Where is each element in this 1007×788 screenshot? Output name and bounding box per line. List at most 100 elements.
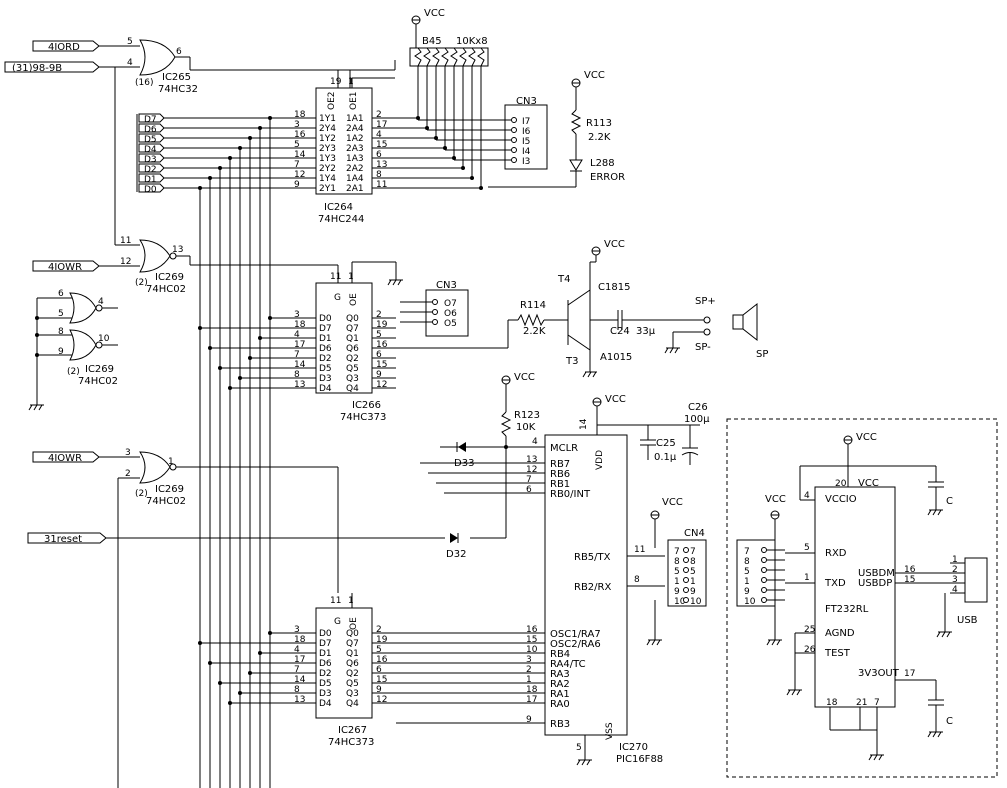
pic-lowpin: 9 bbox=[526, 715, 532, 725]
ic267-rpin: 19 bbox=[376, 635, 388, 645]
pic-pin-rx: 8 bbox=[634, 575, 640, 585]
gate-ic265-ref: IC265 bbox=[162, 72, 191, 83]
gate-spare-pin-a: 6 bbox=[58, 289, 64, 299]
gate-ic265-part: 74HC32 bbox=[158, 84, 198, 95]
ft-3v3out: 3V3OUT bbox=[858, 668, 900, 679]
bus-label-d7: D7 bbox=[144, 115, 157, 125]
bus-junction bbox=[228, 156, 232, 160]
c26-value: 100μ bbox=[684, 414, 710, 425]
ic264-rlabel: 1A4 bbox=[346, 174, 364, 184]
c26-ref: C26 bbox=[688, 402, 708, 413]
pic-pin-tx: 11 bbox=[634, 545, 645, 555]
gate-ic269-a-part: 74HC02 bbox=[146, 284, 186, 295]
pic-llabel: RB0/INT bbox=[550, 489, 591, 500]
pic-part: PIC16F88 bbox=[616, 754, 663, 765]
ic267-ref: IC267 bbox=[338, 725, 367, 736]
ic266-part: 74HC373 bbox=[340, 412, 386, 423]
ic264-rlabel: 1A2 bbox=[346, 134, 364, 144]
bus-tag bbox=[138, 183, 165, 193]
ic267-rlabel: Q7 bbox=[346, 639, 359, 649]
pic-ref: IC270 bbox=[619, 742, 648, 753]
pic-llabel: RB6 bbox=[550, 469, 570, 480]
bus-tag bbox=[138, 143, 165, 153]
ft-pin-3v3: 17 bbox=[904, 669, 915, 679]
ftconn-pin bbox=[761, 567, 767, 573]
signal-31reset: 31reset bbox=[27, 532, 445, 545]
cn4-pin bbox=[683, 547, 689, 553]
gate-ic269-b-pin-y: 1 bbox=[168, 457, 174, 467]
ic266-rpin: 6 bbox=[376, 350, 382, 360]
gate-spare-pin-a2: 8 bbox=[58, 327, 64, 337]
ic267-llabel: D0 bbox=[319, 629, 332, 639]
ic264-part: 74HC244 bbox=[318, 214, 364, 225]
bus-label-d5: D5 bbox=[144, 135, 157, 145]
bus-tag bbox=[138, 173, 165, 183]
ft-pin-g2: 21 bbox=[856, 698, 867, 708]
ic-input-junction bbox=[208, 346, 212, 350]
cn4-ref: CN4 bbox=[684, 528, 705, 539]
ft-pin-vcc: 20 bbox=[835, 479, 847, 489]
ic266-lpin: 17 bbox=[294, 340, 305, 350]
ftconn-pin bbox=[761, 557, 767, 563]
pic-lowlabel: RB4 bbox=[550, 649, 570, 660]
ic266-lpin: 7 bbox=[294, 350, 300, 360]
ic267-rpin: 16 bbox=[376, 655, 388, 665]
signal-4iord-label: 4IORD bbox=[48, 42, 80, 53]
ic-input-junction bbox=[198, 641, 202, 645]
ic267-rpin: 12 bbox=[376, 695, 387, 705]
t4-part: C1815 bbox=[598, 282, 630, 293]
ic267-g: G bbox=[334, 617, 341, 627]
ftconn-pin bbox=[761, 597, 767, 603]
ic264-rlabel: 2A3 bbox=[346, 144, 364, 154]
gate-ic269-b-pin-a: 3 bbox=[125, 448, 131, 458]
r123-ref: R123 bbox=[514, 410, 540, 421]
ft-txd: TXD bbox=[824, 578, 846, 589]
ic264-lpin: 16 bbox=[294, 130, 306, 140]
ftconn-num: 5 bbox=[744, 567, 750, 577]
ic266-rlabel: Q3 bbox=[346, 374, 359, 384]
ic266-g: G bbox=[334, 293, 341, 303]
ic264-llabel: 2Y2 bbox=[319, 164, 336, 174]
ic266-llabel: D7 bbox=[319, 324, 332, 334]
ic267-llabel: D5 bbox=[319, 679, 332, 689]
c25-value: 0.1μ bbox=[654, 452, 677, 463]
ic264-rpin: 6 bbox=[376, 150, 382, 160]
ic264-rpin: 2 bbox=[376, 110, 382, 120]
ic266-llabel: D0 bbox=[319, 314, 332, 324]
ic264-pin-oe1: 1 bbox=[348, 77, 354, 87]
ft-cap-c1: C bbox=[946, 496, 953, 507]
ft-vcc: VCC bbox=[858, 478, 879, 489]
cn4-rnum: 10 bbox=[690, 597, 702, 607]
pic-lowlabel: OSC1/RA7 bbox=[550, 629, 601, 640]
ic266-llabel: D4 bbox=[319, 384, 332, 394]
ft-usbdp: USBDP bbox=[858, 578, 892, 589]
ic264-lpin: 12 bbox=[294, 170, 305, 180]
led-ref: L288 bbox=[590, 158, 615, 169]
gate-spare-part: 74HC02 bbox=[78, 376, 118, 387]
gate-ic269-a: 11 12 13 (2) IC269 74HC02 bbox=[114, 67, 339, 295]
ic266-lpin: 18 bbox=[294, 320, 306, 330]
ft-test: TEST bbox=[824, 648, 851, 659]
ic266-rlabel: Q0 bbox=[346, 314, 359, 324]
gate-ic269-b-ref: IC269 bbox=[155, 484, 184, 495]
cn4-rnum: 9 bbox=[690, 587, 696, 597]
sound-circuit: R114 2.2K VCC T4 C1815 T3 A1015 C24 33μ bbox=[372, 239, 768, 378]
pic-lowlabel: RA3 bbox=[550, 669, 570, 680]
pic-lowpin: 15 bbox=[526, 635, 537, 645]
cn3a-pin bbox=[511, 127, 517, 133]
signal-4iowr-a: 4IOWR bbox=[32, 260, 140, 273]
ic266-rlabel: Q4 bbox=[346, 384, 359, 394]
ic264-rpin: 4 bbox=[376, 130, 382, 140]
pic-lowpin: 16 bbox=[526, 625, 538, 635]
resnet-b45: VCC B45 10Kx8 bbox=[396, 8, 489, 190]
ic266-pin-oe: 1 bbox=[348, 272, 354, 282]
cn3a-pin-label: I3 bbox=[522, 157, 530, 167]
signal-31reset-label: 31reset bbox=[44, 534, 82, 545]
signal-4iowr-a-label: 4IOWR bbox=[48, 262, 82, 273]
bus-junction bbox=[208, 176, 212, 180]
pic-pin-vss: 5 bbox=[576, 743, 582, 753]
